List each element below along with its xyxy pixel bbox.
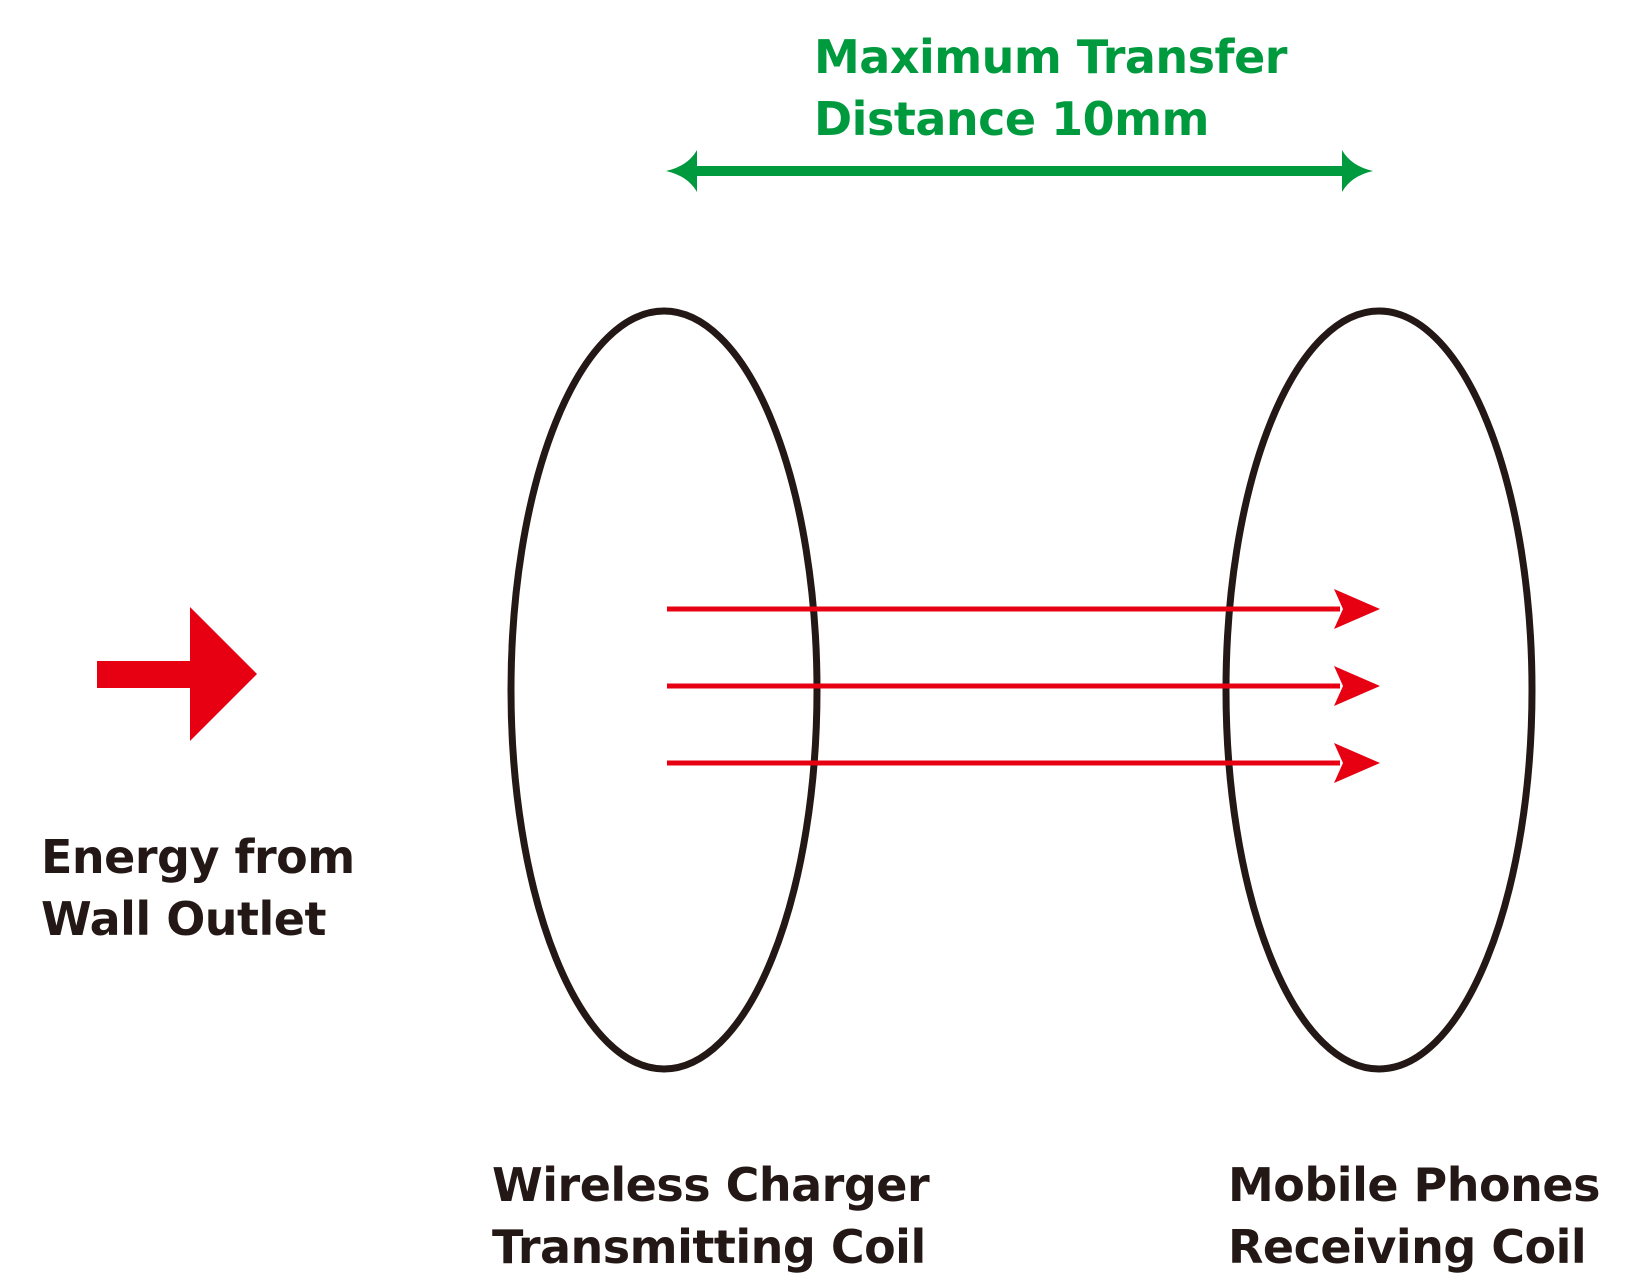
energy-source-label: Energy from Wall Outlet	[41, 826, 355, 950]
receiving-coil-label: Mobile Phones Receiving Coil	[1228, 1154, 1600, 1278]
distance-label-line1: Maximum Transfer	[814, 30, 1287, 84]
transfer-arrow-icon	[667, 589, 1380, 629]
tx-label-line1: Wireless Charger	[492, 1158, 930, 1212]
energy-input-arrow-icon	[97, 607, 257, 741]
energy-label-line1: Energy from	[41, 830, 355, 884]
tx-label-line2: Transmitting Coil	[492, 1220, 926, 1274]
rx-label-line2: Receiving Coil	[1228, 1220, 1587, 1274]
distance-label: Maximum Transfer Distance 10mm	[814, 26, 1287, 150]
distance-label-line2: Distance 10mm	[814, 92, 1209, 146]
transfer-arrow-icon	[667, 666, 1380, 706]
distance-arrow-icon	[666, 150, 1373, 192]
rx-label-line1: Mobile Phones	[1228, 1158, 1600, 1212]
transmitting-coil-label: Wireless Charger Transmitting Coil	[492, 1154, 930, 1278]
transfer-arrow-icon	[667, 743, 1380, 783]
energy-label-line2: Wall Outlet	[41, 892, 326, 946]
receiving-coil-icon	[1222, 307, 1536, 1073]
transmitting-coil-icon	[507, 307, 821, 1073]
